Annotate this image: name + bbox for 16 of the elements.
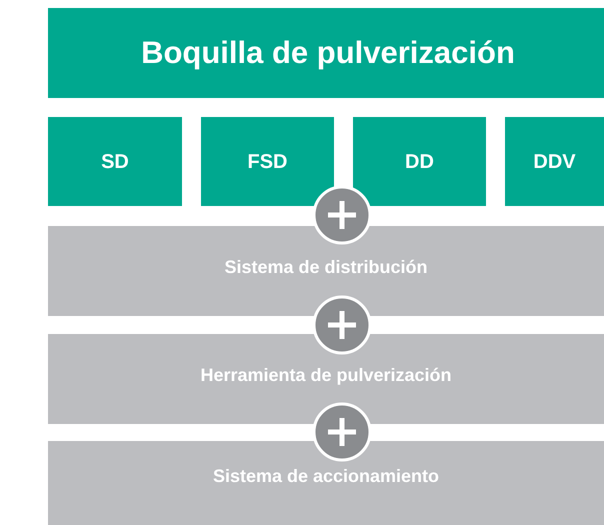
category-box bbox=[353, 117, 486, 206]
layer-band bbox=[48, 441, 604, 525]
category-box bbox=[201, 117, 334, 206]
node-label: FSD bbox=[248, 150, 288, 174]
node-label: Sistema de accionamiento bbox=[212, 465, 440, 488]
node-label: DD bbox=[405, 150, 434, 174]
layer-band bbox=[48, 226, 604, 316]
node-label: DDV bbox=[533, 150, 576, 174]
node-label: Boquilla de pulverización bbox=[141, 34, 515, 72]
category-box bbox=[48, 117, 182, 206]
title-bar bbox=[48, 8, 604, 98]
layer-band bbox=[48, 334, 604, 424]
node-label: Herramienta de pulverización bbox=[200, 364, 452, 387]
node-label: SD bbox=[101, 150, 129, 174]
node-label: Sistema de distribución bbox=[224, 256, 428, 279]
category-box bbox=[505, 117, 604, 206]
